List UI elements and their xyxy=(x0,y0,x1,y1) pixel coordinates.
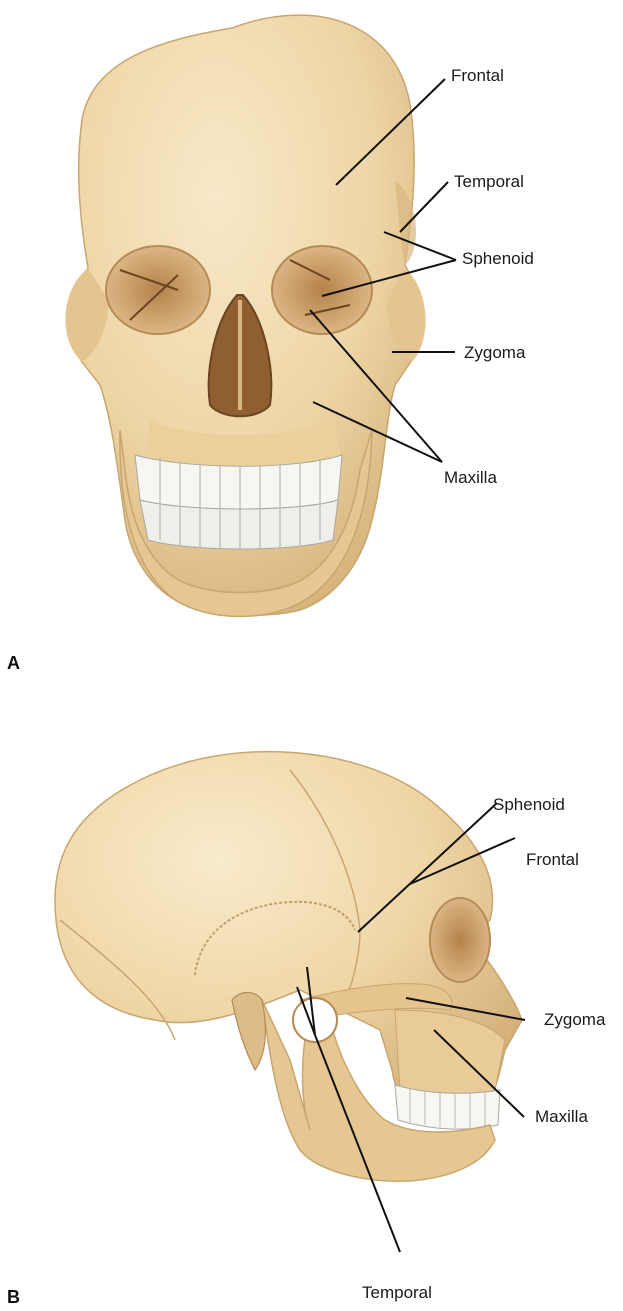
panel-a-letter: A xyxy=(7,653,20,674)
label-b-maxilla: Maxilla xyxy=(535,1107,588,1127)
front-orbit-right xyxy=(272,246,372,334)
label-b-zygoma: Zygoma xyxy=(544,1010,605,1030)
label-a-maxilla: Maxilla xyxy=(444,468,497,488)
label-b-temporal: Temporal xyxy=(362,1283,432,1303)
front-orbit-left xyxy=(106,246,210,334)
label-a-sphenoid: Sphenoid xyxy=(462,249,534,269)
label-a-temporal: Temporal xyxy=(454,172,524,192)
skull-side-view xyxy=(55,752,522,1182)
side-orbit xyxy=(430,898,490,982)
label-a-zygoma: Zygoma xyxy=(464,343,525,363)
label-b-frontal: Frontal xyxy=(526,850,579,870)
panel-b-letter: B xyxy=(7,1287,20,1308)
label-a-frontal: Frontal xyxy=(451,66,504,86)
label-b-sphenoid: Sphenoid xyxy=(493,795,565,815)
front-teeth xyxy=(135,455,342,550)
skull-front-view xyxy=(65,15,425,616)
